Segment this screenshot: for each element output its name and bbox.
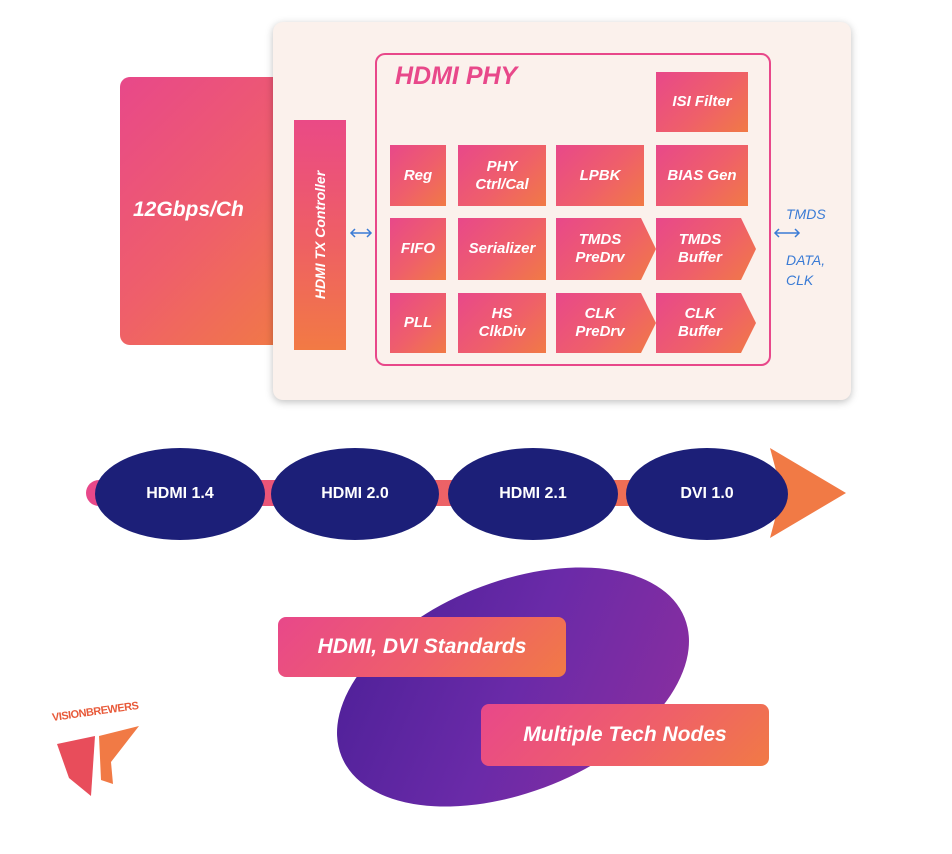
controller-link-arrow: [349, 228, 373, 238]
throughput-label: 12Gbps/Ch: [133, 198, 244, 221]
block-clk-buffer: CLK Buffer: [656, 293, 756, 353]
block-serializer: Serializer: [458, 218, 546, 280]
timeline-item-label: HDMI 2.1: [499, 485, 567, 502]
output-link-arrow: [773, 228, 801, 238]
features-blob: [302, 520, 724, 854]
throughput-slab: [120, 77, 290, 345]
phy-outline: [375, 53, 771, 366]
block-tmds-predrv: TMDS PreDrv: [556, 218, 656, 280]
logo-wordmark: VISIONBREWERS: [51, 700, 140, 724]
timeline-arrowhead: [770, 448, 846, 538]
block-reg: Reg: [390, 145, 446, 206]
phy-title: HDMI PHY: [395, 62, 518, 90]
block-clk-predrv: CLK PreDrv: [556, 293, 656, 353]
timeline-item-label: HDMI 1.4: [146, 485, 214, 502]
timeline-item-dvi-1-0: DVI 1.0: [626, 448, 788, 540]
timeline-item-label: DVI 1.0: [680, 485, 734, 502]
block-bias-gen: BIAS Gen: [656, 145, 748, 206]
output-label-data-clk: DATA, CLK: [786, 252, 826, 288]
feature-standards-pill: HDMI, DVI Standards: [278, 617, 566, 677]
feature-nodes-pill: Multiple Tech Nodes: [481, 704, 769, 766]
block-pll: PLL: [390, 293, 446, 353]
timeline-item-hdmi-2-0: HDMI 2.0: [271, 448, 439, 540]
block-tmds-buffer: TMDS Buffer: [656, 218, 756, 280]
block-phy-ctrl-cal: PHY Ctrl/Cal: [458, 145, 546, 206]
block-hs-clkdiv: HS ClkDiv: [458, 293, 546, 353]
block-lpbk: LPBK: [556, 145, 644, 206]
block-fifo: FIFO: [390, 218, 446, 280]
timeline-item-hdmi-2-1: HDMI 2.1: [448, 448, 618, 540]
tx-controller-bar: [294, 120, 346, 350]
timeline-item-label: HDMI 2.0: [321, 485, 389, 502]
logo-mark-icon: [57, 726, 139, 796]
block-isi-filter: ISI Filter: [656, 72, 748, 132]
tx-controller-label: HDMI TX Controller: [312, 170, 328, 300]
feature-nodes-label: Multiple Tech Nodes: [523, 723, 727, 746]
output-label-tmds: TMDS: [786, 206, 826, 222]
feature-standards-label: HDMI, DVI Standards: [317, 635, 527, 658]
timeline-item-hdmi-1-4: HDMI 1.4: [95, 448, 265, 540]
